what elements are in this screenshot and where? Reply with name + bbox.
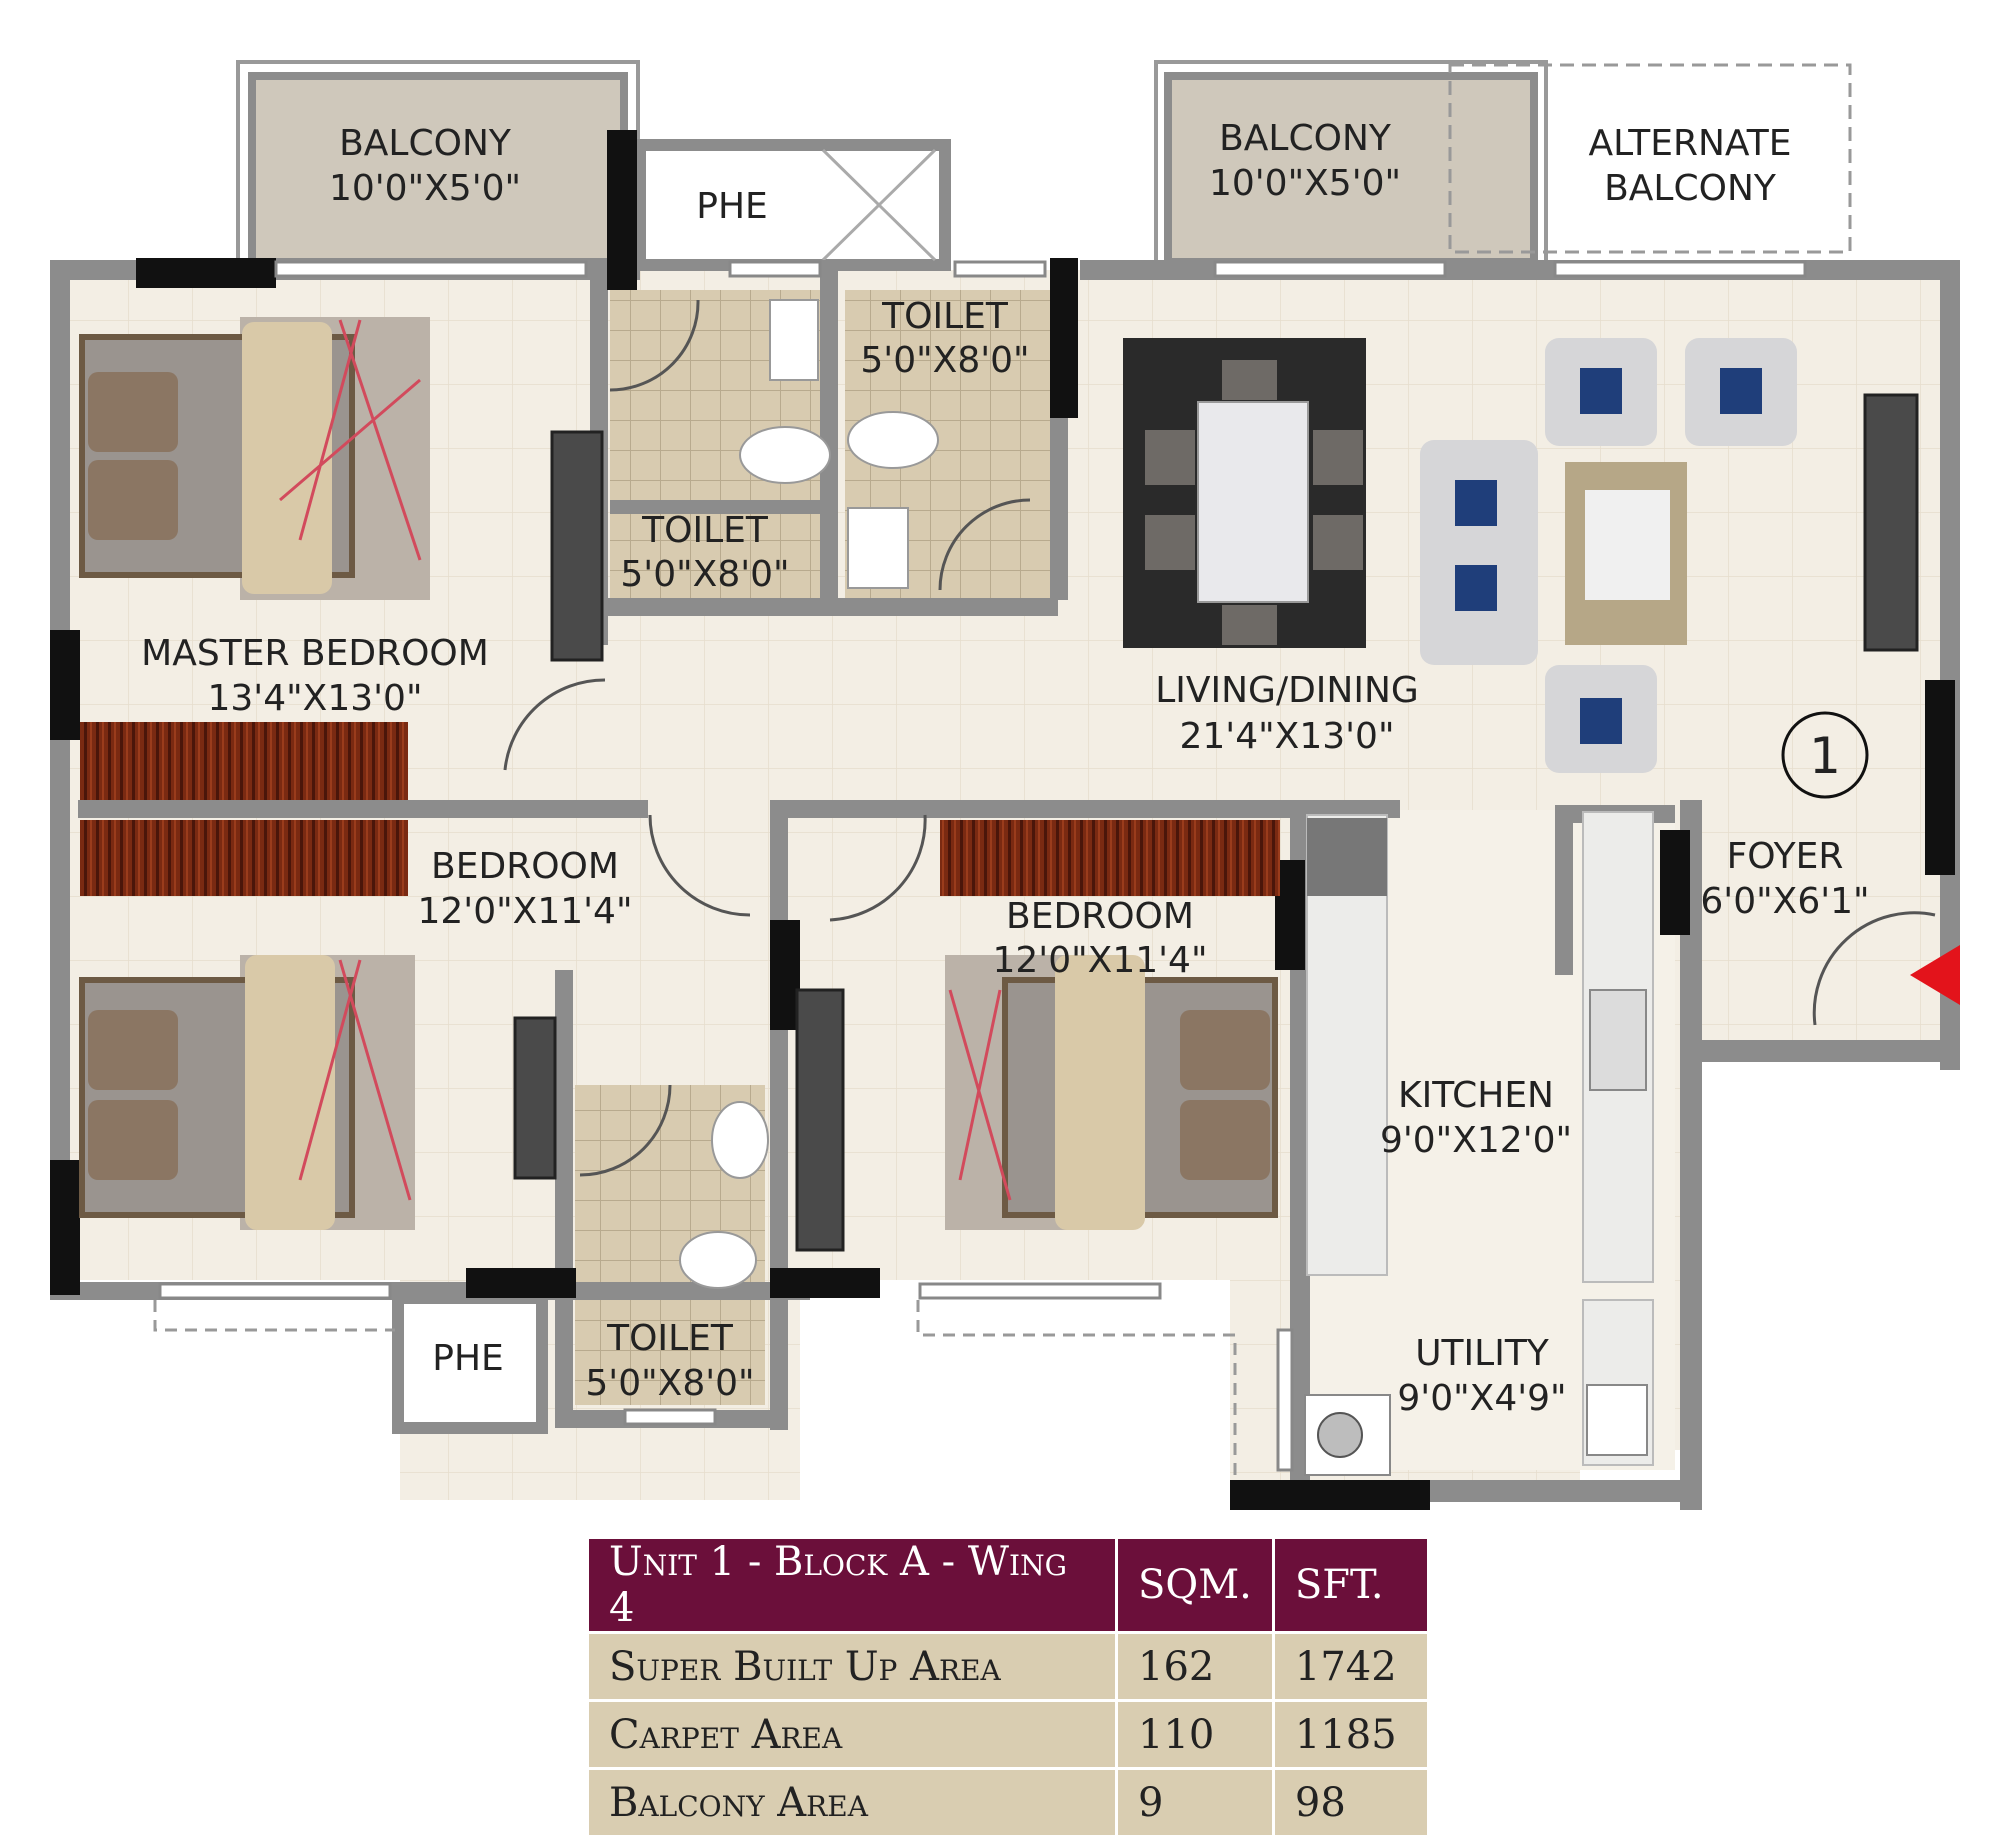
entry-arrow-icon (1910, 945, 1960, 1005)
toilet-bottom-name: TOILET (606, 1318, 734, 1359)
utility-size: 9'0"X4'9" (1397, 1378, 1566, 1419)
sft-header: SFT. (1273, 1539, 1427, 1633)
super-built-up-sft: 1742 (1273, 1631, 1427, 1701)
bedroom-left-name: BEDROOM (431, 846, 619, 887)
unit-title-header: Unit 1 - Block A - Wing 4 (589, 1539, 1118, 1633)
master-bed (79, 317, 430, 600)
living-dining-size: 21'4"X13'0" (1180, 716, 1395, 757)
carpet-area-sft: 1185 (1273, 1699, 1427, 1769)
table-row: Carpet Area 110 1185 (589, 1699, 1427, 1769)
floor-plan: BALCONY 10'0"X5'0" PHE BALCONY 10'0"X5'0… (50, 60, 1960, 1510)
balcony-left-name: BALCONY (339, 123, 512, 164)
kitchen-size: 9'0"X12'0" (1380, 1120, 1572, 1161)
living-room-sofa (1420, 338, 1797, 773)
carpet-area-label: Carpet Area (589, 1699, 1118, 1769)
tv-unit-living (1863, 393, 1919, 652)
windows (158, 260, 1807, 1472)
washing-machine (1304, 1394, 1391, 1476)
toilet-top-left-name: TOILET (641, 510, 769, 551)
toilet-top-right-size: 5'0"X8'0" (860, 340, 1029, 381)
super-built-up-label: Super Built Up Area (589, 1631, 1118, 1701)
phe-bottom-label: PHE (432, 1338, 504, 1379)
structural-columns (50, 130, 1955, 1510)
alternate-balcony-line1: ALTERNATE (1589, 123, 1792, 164)
kitchen-counter (1306, 811, 1654, 1466)
balcony-area-label: Balcony Area (589, 1767, 1118, 1835)
toilet-top-left-size: 5'0"X8'0" (620, 554, 789, 595)
bedroom-right-bed (945, 955, 1278, 1230)
sqm-header: SQM. (1116, 1539, 1275, 1633)
foyer-size: 6'0"X6'1" (1700, 881, 1869, 922)
dashed-ledge-right (916, 1300, 1237, 1475)
balcony-area-sqm: 9 (1116, 1767, 1275, 1835)
phe-shaft-top (634, 139, 951, 271)
area-table: Unit 1 - Block A - Wing 4 SQM. SFT. Supe… (589, 1539, 1427, 1835)
wardrobe-bedroom-right (940, 820, 1280, 896)
super-built-up-sqm: 162 (1116, 1631, 1275, 1701)
alternate-balcony-outline (1448, 63, 1852, 254)
table-row: Balcony Area 9 98 (589, 1767, 1427, 1835)
bedroom-right-name: BEDROOM (1006, 896, 1194, 937)
toilet-bottom-size: 5'0"X8'0" (585, 1363, 754, 1404)
bedroom-left-size: 12'0"X11'4" (418, 891, 633, 932)
tv-unit-master (550, 430, 604, 662)
kitchen-name: KITCHEN (1398, 1075, 1554, 1116)
dining-table (1123, 338, 1366, 648)
utility-name: UTILITY (1415, 1333, 1550, 1374)
master-bedroom-name: MASTER BEDROOM (141, 633, 489, 674)
balcony-right-size: 10'0"X5'0" (1209, 163, 1401, 204)
master-bedroom-size: 13'4"X13'0" (208, 678, 423, 719)
bedroom-left-bed (79, 955, 415, 1230)
dashed-ledge-left (153, 1300, 395, 1332)
living-dining-name: LIVING/DINING (1155, 670, 1419, 711)
carpet-area-sqm: 110 (1116, 1699, 1275, 1769)
door-swings (503, 299, 1936, 1177)
tv-unit-bedroom-left (513, 1016, 557, 1180)
tv-unit-bedroom-right (795, 988, 845, 1252)
room-labels: BALCONY 10'0"X5'0" PHE BALCONY 10'0"X5'0… (141, 118, 1869, 1419)
wardrobe-master (80, 722, 408, 800)
bedroom-right-size: 12'0"X11'4" (993, 940, 1208, 981)
phe-top-label: PHE (696, 186, 768, 227)
foyer-name: FOYER (1727, 836, 1844, 877)
balcony-right-name: BALCONY (1219, 118, 1392, 159)
alternate-balcony-line2: BALCONY (1604, 168, 1777, 209)
balcony-left-size: 10'0"X5'0" (329, 168, 521, 209)
unit-marker-circle (1781, 711, 1869, 799)
balcony-right (1154, 60, 1548, 266)
toilet-top-right-name: TOILET (881, 296, 1009, 337)
table-row: Super Built Up Area 162 1742 (589, 1631, 1427, 1701)
area-table-header: Unit 1 - Block A - Wing 4 SQM. SFT. (589, 1539, 1427, 1633)
balcony-area-sft: 98 (1273, 1767, 1427, 1835)
toilet-fixtures (679, 299, 939, 1289)
wardrobe-bedroom-left (80, 820, 408, 896)
unit-marker: 1 (1809, 727, 1841, 785)
